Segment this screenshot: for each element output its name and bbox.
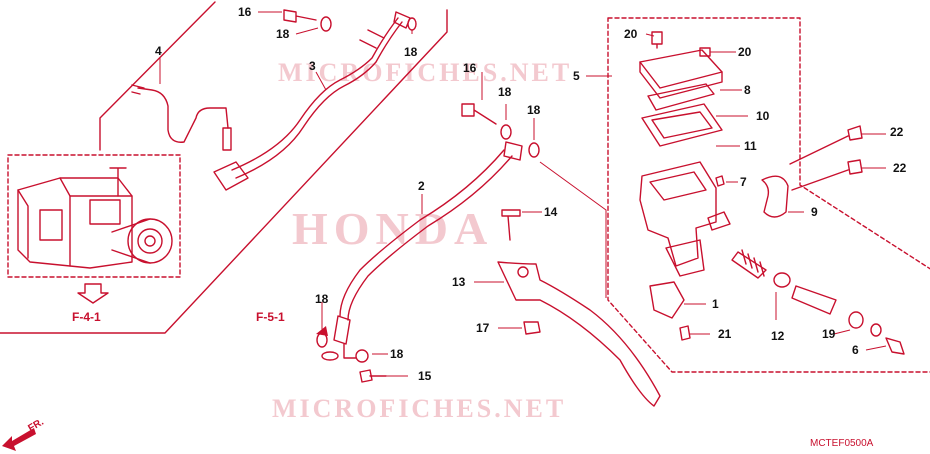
brake-switch-1 <box>649 281 685 319</box>
pivot-bolt-14 <box>501 209 521 241</box>
callout-16-mid: 16 <box>463 61 477 75</box>
callout-22-lower: 22 <box>893 161 907 175</box>
leader-lines <box>159 11 887 377</box>
watermark-honda: HONDA <box>292 203 494 254</box>
callout-6: 6 <box>852 343 859 357</box>
callout-19: 19 <box>822 327 836 341</box>
callout-13: 13 <box>452 275 466 289</box>
callout-2: 2 <box>418 179 425 193</box>
brake-hose-3 <box>231 17 399 171</box>
bolt-16-mid <box>461 103 497 125</box>
abs-reference-label[interactable]: F-4-1 <box>72 310 101 324</box>
bolt-22-upper <box>789 125 863 165</box>
callout-10: 10 <box>756 109 770 123</box>
brake-lever-13 <box>497 261 661 407</box>
screw-21 <box>679 325 691 341</box>
bolt-16-top <box>283 9 317 23</box>
brake-pipe-4 <box>137 87 229 143</box>
callout-18-top-right: 18 <box>404 45 418 59</box>
callout-9: 9 <box>811 205 818 219</box>
section-divider-main <box>0 9 448 334</box>
abs-modulator-drawing <box>17 167 173 269</box>
callout-5: 5 <box>573 69 580 83</box>
callout-18-bottom-b: 18 <box>390 347 404 361</box>
screw-20-left <box>651 31 663 49</box>
brake-hose-2 <box>339 149 505 317</box>
callout-17: 17 <box>476 321 490 335</box>
master-cylinder-frame <box>607 17 930 373</box>
callout-20-right: 20 <box>738 45 752 59</box>
bolt-22-lower <box>791 159 863 191</box>
callout-7: 7 <box>740 175 747 189</box>
watermark-top: MICROFICHES.NET <box>278 58 573 87</box>
line-reference-label[interactable]: F-5-1 <box>256 310 285 324</box>
callout-18-mid-b: 18 <box>527 103 541 117</box>
callout-14: 14 <box>544 205 558 219</box>
callout-18-top-left: 18 <box>276 27 290 41</box>
callout-1: 1 <box>712 297 719 311</box>
watermark-bottom: MICROFICHES.NET <box>272 394 567 423</box>
piston-kit-12 <box>731 249 905 355</box>
diagram-code: MCTEF0500A <box>810 438 874 449</box>
section-divider-left <box>99 1 216 151</box>
callout-21: 21 <box>718 327 732 341</box>
line-ref-arrow <box>316 326 328 336</box>
callout-4: 4 <box>155 44 162 58</box>
callout-18-mid-a: 18 <box>498 85 512 99</box>
holder-9 <box>761 175 789 218</box>
abs-modulator-frame <box>7 154 181 278</box>
screw-20-right <box>699 47 711 57</box>
front-arrow <box>2 428 36 451</box>
callout-12: 12 <box>771 329 785 343</box>
callout-8: 8 <box>744 83 751 97</box>
callout-3: 3 <box>309 59 316 73</box>
callout-16-top: 16 <box>238 5 252 19</box>
clip-7 <box>715 175 725 187</box>
lever-nut-17 <box>523 321 541 335</box>
callout-22-upper: 22 <box>890 125 904 139</box>
callout-20-left: 20 <box>624 27 638 41</box>
master-cylinder-drawing <box>639 49 731 277</box>
callout-18-bottom-a: 18 <box>315 292 329 306</box>
callout-15: 15 <box>418 369 432 383</box>
abs-ref-arrow <box>77 283 109 304</box>
callout-11: 11 <box>744 139 757 153</box>
